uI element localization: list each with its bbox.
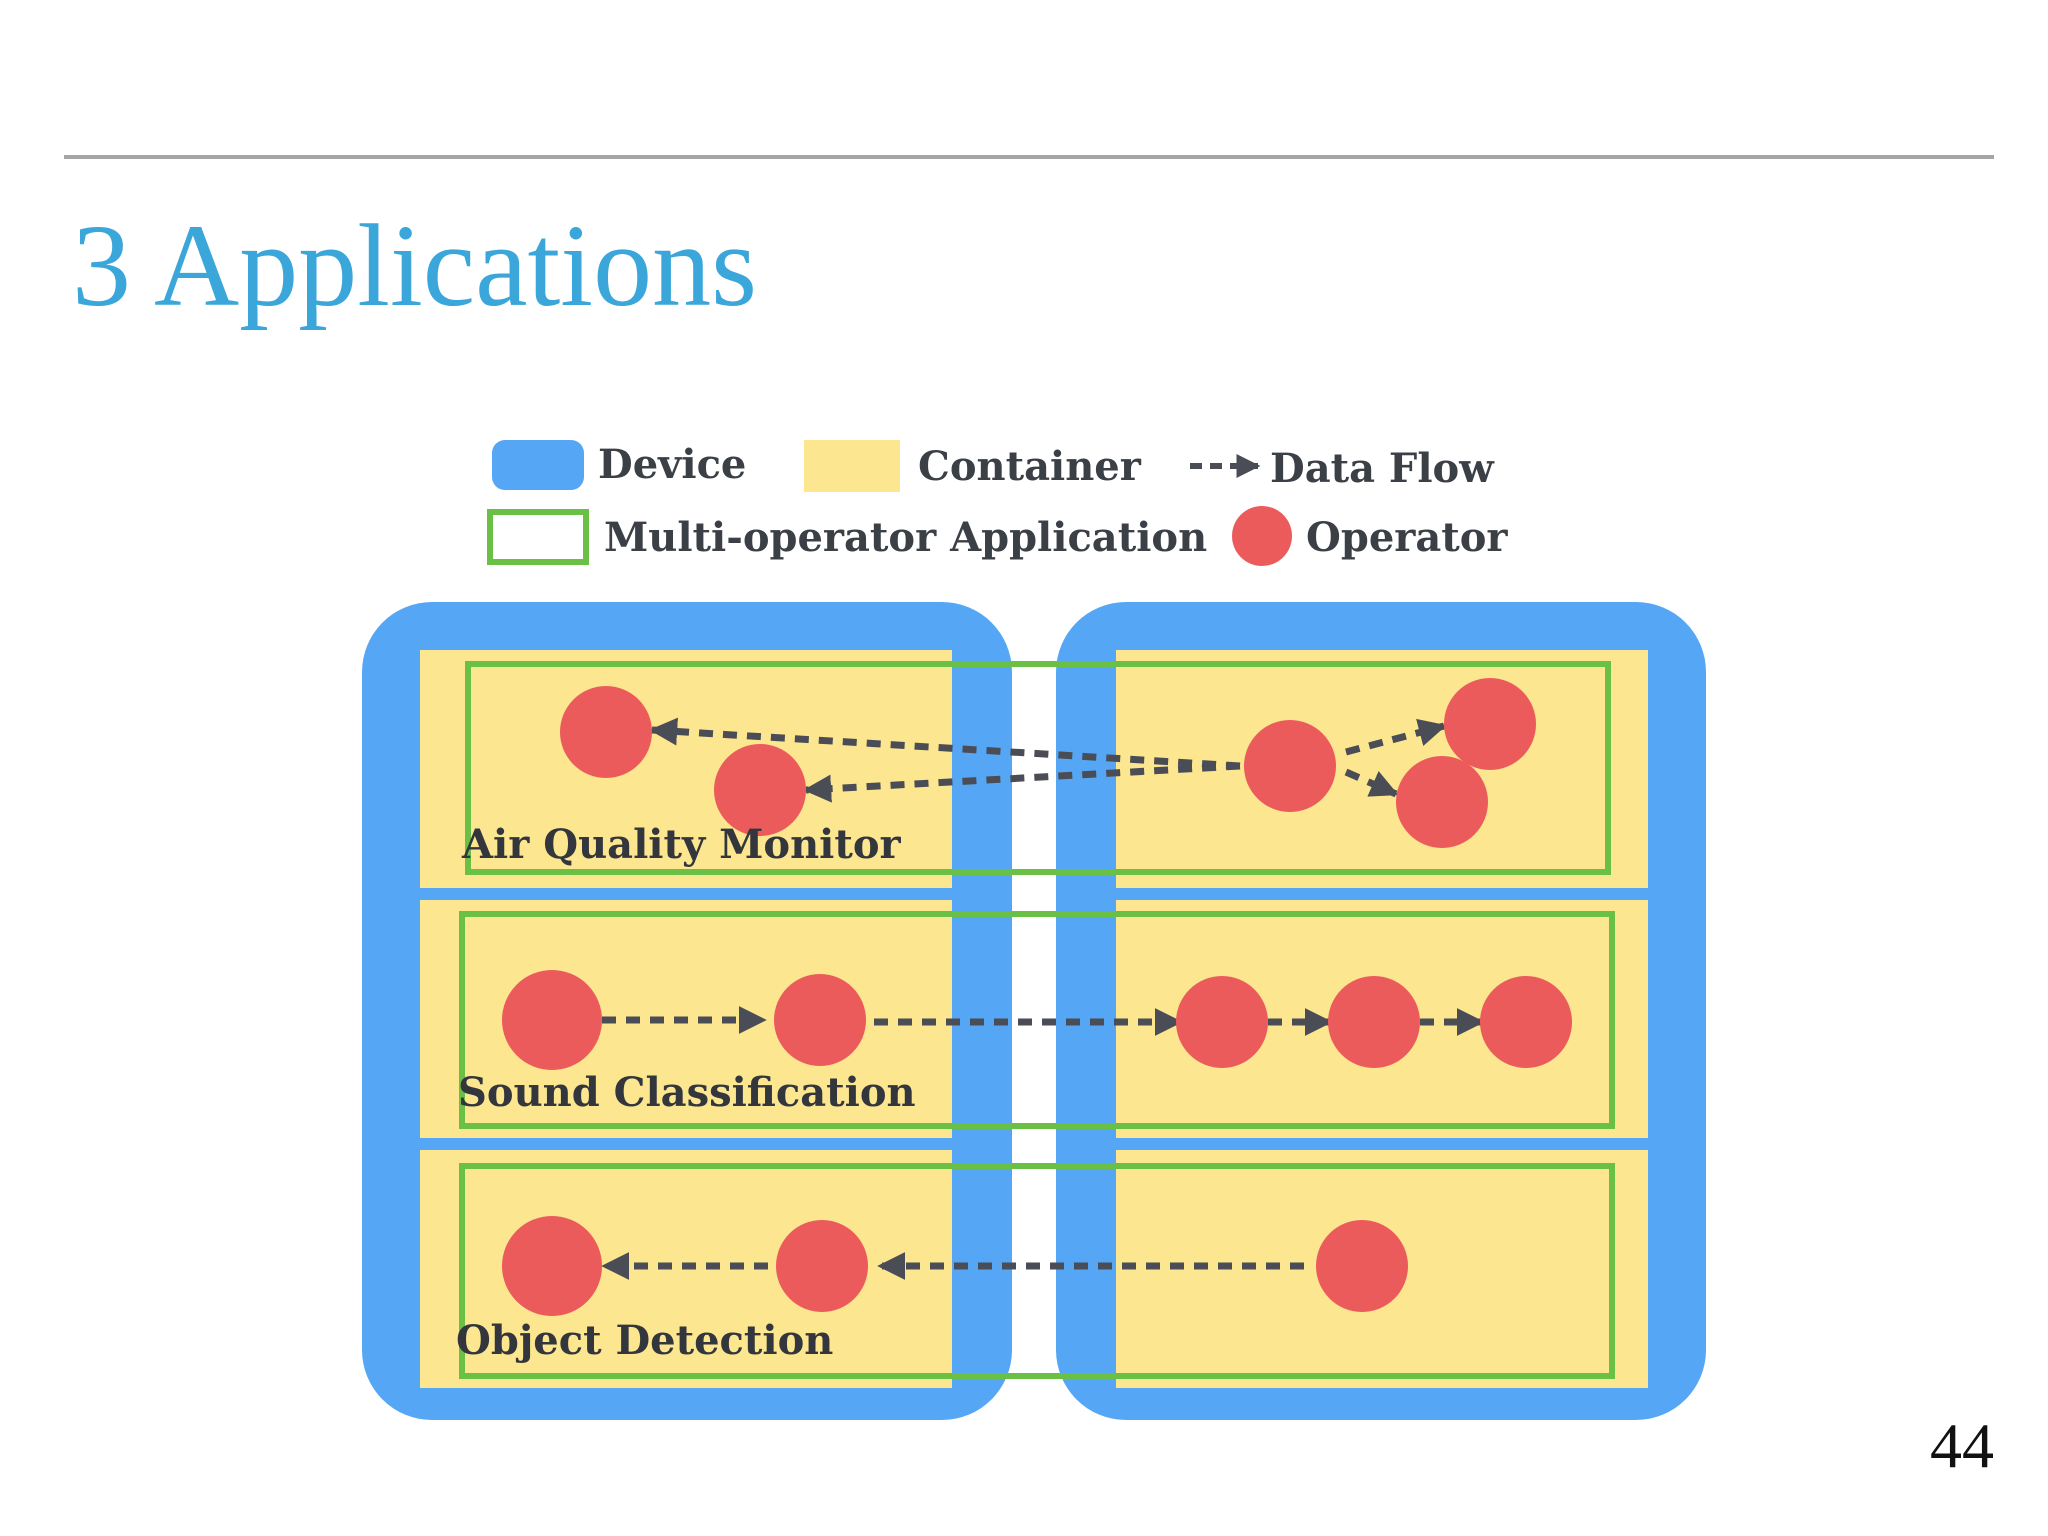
legend-device-icon: [492, 440, 584, 490]
data-flow-arrow: [1344, 768, 1399, 798]
operator: [776, 1220, 868, 1312]
container-right-1: [1116, 650, 1648, 888]
container-left-1: [420, 650, 952, 888]
application-outline-1: [465, 661, 1611, 875]
operator: [1328, 976, 1420, 1068]
operator: [1244, 720, 1336, 812]
data-flows: [601, 717, 1485, 1280]
legend-container-label: Container: [918, 443, 1142, 490]
legend-data-flow-label: Data Flow: [1270, 445, 1495, 492]
operator: [1176, 976, 1268, 1068]
legend-container-icon: [804, 440, 900, 492]
operator: [774, 974, 866, 1066]
slide-title: 3 Applications: [72, 200, 758, 331]
data-flow-arrow: [649, 717, 1241, 770]
legend-operator-label: Operator: [1306, 514, 1508, 561]
application-label-air-quality: Air Quality Monitor: [461, 821, 902, 868]
application-label-sound: Sound Classification: [458, 1069, 916, 1116]
title-rule: [64, 155, 1994, 159]
operator: [1444, 678, 1536, 770]
legend-application-label: Multi-operator Application: [604, 514, 1207, 561]
legend-operator-icon: [1232, 506, 1292, 566]
operators: [502, 678, 1572, 1316]
operator: [714, 744, 806, 836]
legend-application-icon: [487, 509, 589, 565]
application-outline-2: [459, 911, 1615, 1129]
legend: Device Container Data Flow Multi-operato…: [487, 440, 1508, 566]
operator: [502, 1216, 602, 1316]
architecture-diagram: Device Container Data Flow Multi-operato…: [362, 440, 1706, 1420]
operator: [1480, 976, 1572, 1068]
application-label-object: Object Detection: [456, 1317, 833, 1364]
operator: [1316, 1220, 1408, 1312]
data-flow-arrow: [1345, 718, 1447, 756]
application-outline-3: [459, 1163, 1615, 1379]
legend-device-label: Device: [598, 441, 746, 488]
page-number: 44: [1930, 1410, 1994, 1481]
operator: [1396, 756, 1488, 848]
data-flow-arrow: [803, 762, 1241, 803]
operator: [560, 686, 652, 778]
operator: [502, 970, 602, 1070]
